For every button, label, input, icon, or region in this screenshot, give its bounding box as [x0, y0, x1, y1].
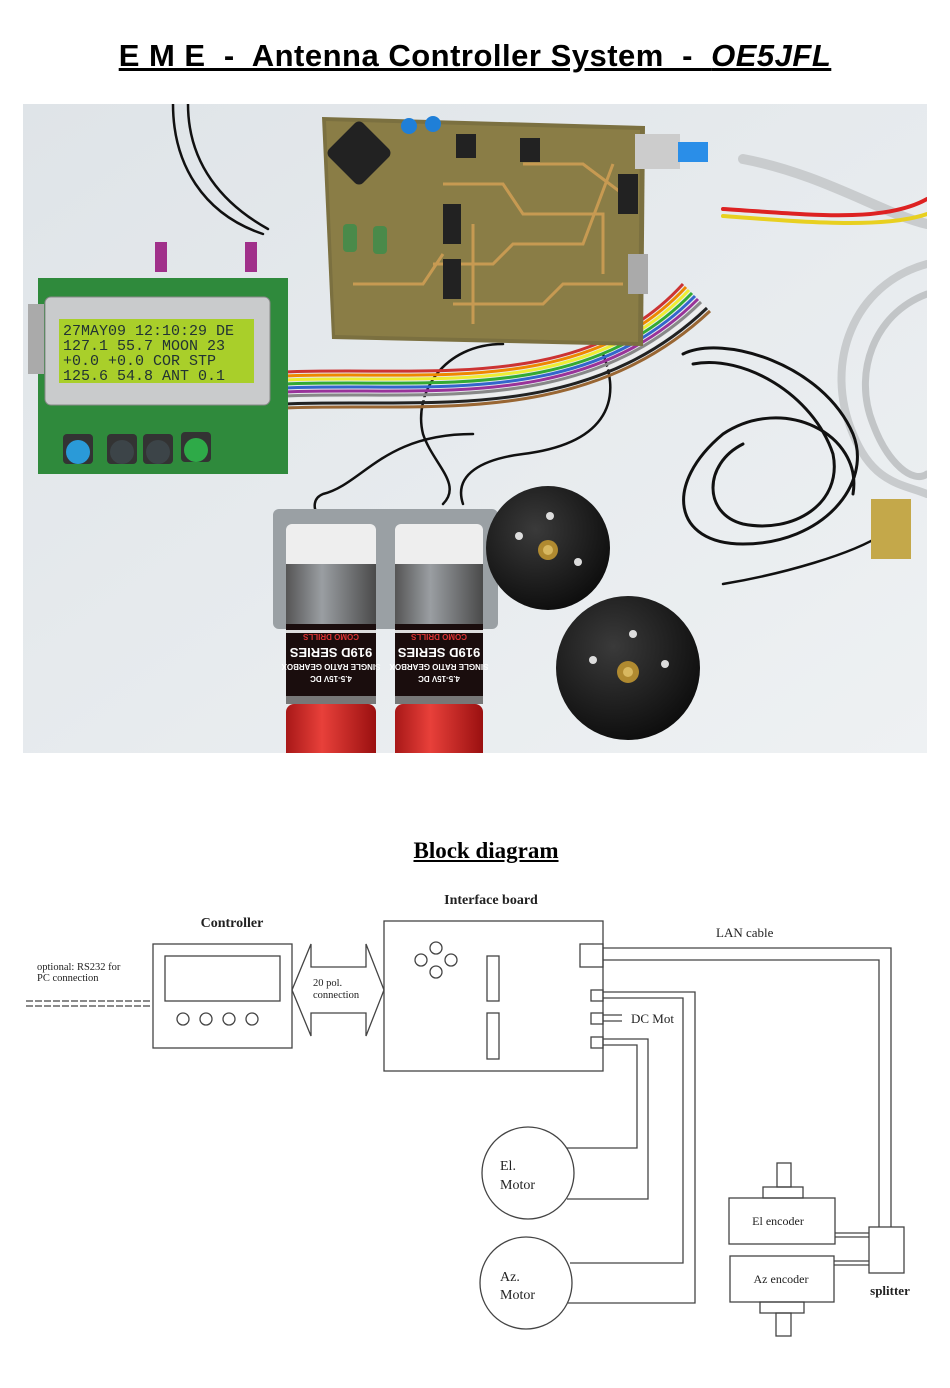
controller-label: Controller [201, 916, 264, 931]
interface-board-label: Interface board [444, 893, 538, 908]
page-title: E M E - Antenna Controller System - OE5J… [0, 38, 950, 74]
hardware-photo: 27MAY09 12:10:29 DE 127.1 55.7 MOON 23 +… [23, 104, 927, 753]
el-encoder-box [728, 1197, 836, 1245]
az-motor [479, 1236, 573, 1330]
motor-label: COMO DRILLS [410, 632, 467, 641]
motors-photo: 4.5-15V DC SINGLE RATIO GEARBOX 919D SER… [273, 509, 498, 753]
motor-label: SINGLE RATIO GEARBOX [389, 662, 489, 671]
motor-label: COMO DRILLS [302, 632, 359, 641]
el-motor-label: Motor [500, 1178, 535, 1193]
lcd-line: +0.0 +0.0 COR STP [63, 353, 216, 370]
lcd-line: 27MAY09 12:10:29 DE [63, 323, 234, 340]
lan-cable-label: LAN cable [716, 925, 774, 940]
motor-label: SINGLE RATIO GEARBOX [281, 662, 381, 671]
el-motor [481, 1126, 575, 1220]
connection-label: 20 pol. [313, 978, 342, 989]
lcd-line: 125.6 54.8 ANT 0.1 [63, 368, 225, 385]
interface-board-photo [322, 116, 708, 346]
motor-label: 4.5-15V DC [418, 674, 460, 683]
splitter-label: splitter [870, 1283, 910, 1298]
controller-photo: 27MAY09 12:10:29 DE 127.1 55.7 MOON 23 +… [28, 242, 288, 474]
el-encoder-label: El encoder [752, 1214, 804, 1228]
motor-label: 919D SERIES [397, 645, 480, 660]
rs232-label: optional: RS232 for [37, 962, 121, 973]
splitter-box [868, 1226, 905, 1274]
callsign: OE5JFL [711, 38, 832, 73]
az-motor-label: Motor [500, 1288, 535, 1303]
block-diagram-title: Block diagram [413, 838, 559, 863]
connection-arrow [291, 943, 385, 1037]
dc-mot-label: DC Mot [631, 1011, 674, 1026]
motor-label: 919D SERIES [289, 645, 372, 660]
interface-board-box [383, 920, 604, 1072]
az-motor-label: Az. [500, 1270, 520, 1285]
controller-box [152, 943, 293, 1049]
az-encoder-box [729, 1255, 835, 1303]
lcd-screen [59, 319, 254, 383]
motor-label: 4.5-15V DC [310, 674, 352, 683]
rs232-label: PC connection [37, 973, 99, 984]
encoders-photo [486, 486, 911, 740]
connection-label: connection [313, 990, 360, 1001]
lcd-line: 127.1 55.7 MOON 23 [63, 338, 225, 355]
el-motor-label: El. [500, 1159, 516, 1174]
title-text: E M E - Antenna Controller System - [118, 38, 712, 73]
az-encoder-label: Az encoder [754, 1272, 809, 1286]
